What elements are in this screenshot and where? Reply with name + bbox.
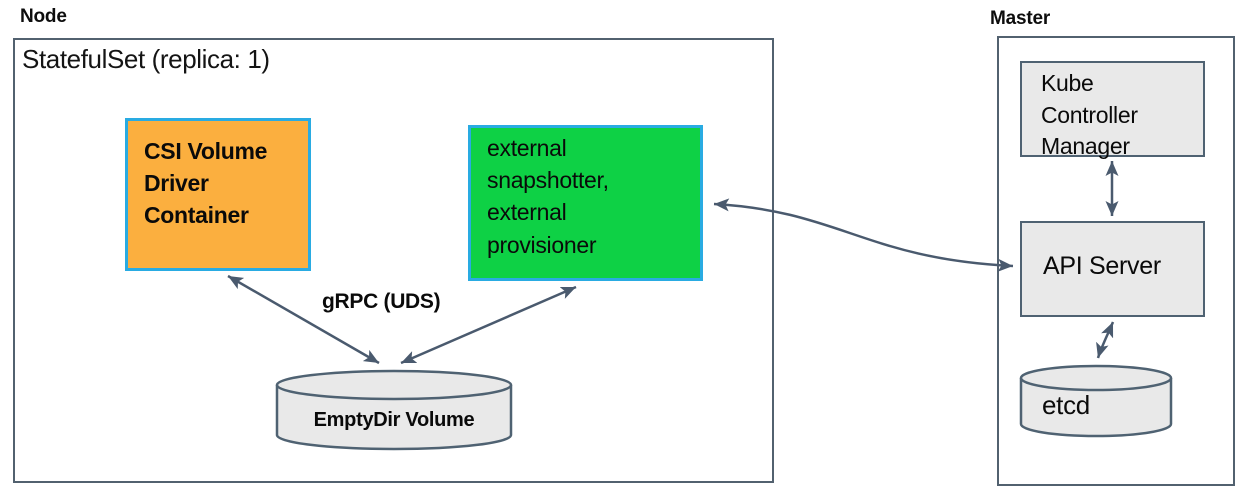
csi-volume-driver-box: CSI Volume Driver Container xyxy=(125,118,311,271)
statefulset-label: StatefulSet (replica: 1) xyxy=(22,44,270,74)
emptydir-volume-cylinder: EmptyDir Volume xyxy=(275,369,513,453)
cylinder-shape xyxy=(1019,364,1173,438)
kube-controller-manager-box: Kube Controller Manager xyxy=(1020,61,1205,159)
master-panel-label: Master xyxy=(990,8,1051,29)
external-snapshotter-provisioner-box: external snapshotter, external provision… xyxy=(468,125,703,281)
grpc-uds-label: gRPC (UDS) xyxy=(322,290,441,313)
etcd-label: etcd xyxy=(1042,390,1090,420)
cylinder-body xyxy=(1019,378,1173,438)
api-server-box: API Server xyxy=(1020,221,1205,317)
cylinder-top-ellipse xyxy=(1019,364,1173,392)
emptydir-volume-label: EmptyDir Volume xyxy=(313,409,475,431)
node-panel-label: Node xyxy=(20,6,67,27)
cylinder-top-ellipse xyxy=(275,369,513,401)
cylinder-shape xyxy=(275,369,513,451)
cylinder-body xyxy=(275,385,513,451)
etcd-cylinder: etcd xyxy=(1019,364,1173,440)
